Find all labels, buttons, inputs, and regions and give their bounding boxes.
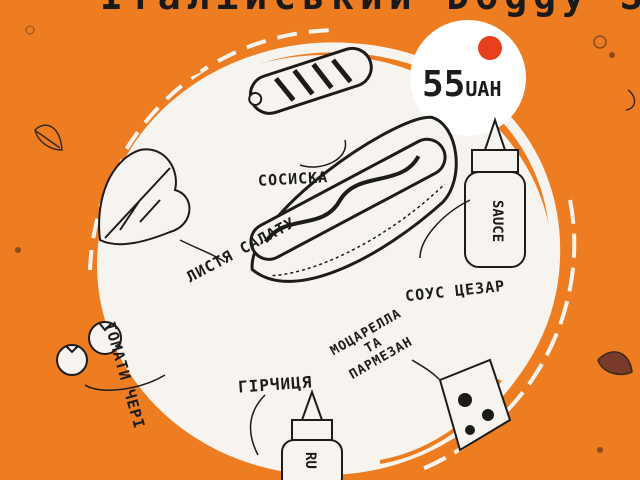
mustard-bottle-label: RU	[302, 452, 318, 469]
sauce-bottle-label: SAUCE	[489, 200, 505, 243]
cheese-icon	[438, 358, 512, 452]
price-amount: 55	[422, 64, 466, 105]
hotdog-icon	[249, 115, 458, 283]
lettuce-icon	[98, 148, 191, 246]
page-title: Італійський Doggy Style	[100, 0, 640, 18]
sausage-icon	[248, 46, 373, 115]
sauce-bottle-icon	[464, 116, 526, 268]
price-currency: UAH	[465, 77, 502, 101]
ingredient-sausage: СОСИСКА	[257, 168, 329, 190]
cherry-tomato-icon	[56, 321, 122, 376]
accent-dot	[478, 36, 502, 60]
mustard-bottle-icon	[281, 389, 343, 480]
price-badge	[410, 20, 526, 136]
leaf-icon	[34, 89, 636, 376]
price-label: 55UAH	[422, 64, 501, 105]
decor-dots	[15, 25, 615, 453]
